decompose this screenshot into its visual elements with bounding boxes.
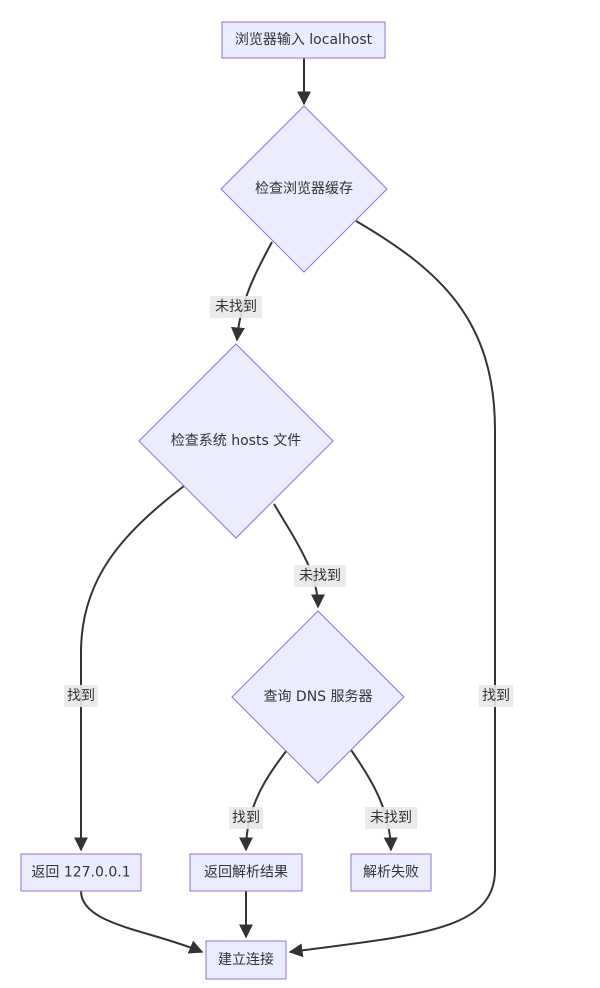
node-label: 建立连接	[218, 951, 274, 968]
node-label: 返回解析结果	[204, 865, 288, 881]
edge-dns-to-failed	[350, 749, 398, 852]
node-loopback: 返回 127.0.0.1	[20, 853, 142, 892]
node-label: 检查系统 hosts 文件	[171, 433, 301, 449]
edge-label-text: 找到	[482, 688, 510, 704]
node-label: 解析失败	[363, 865, 419, 881]
edge-label-text: 找到	[232, 810, 260, 826]
edge-label-hosts-loopback: 找到	[64, 685, 98, 707]
node-label: 检查浏览器缓存	[255, 181, 353, 197]
edge-hosts-to-dns	[273, 503, 325, 609]
edge-label-text: 未找到	[299, 568, 341, 584]
edge-dns-to-resolved	[239, 749, 288, 852]
edge-label-text: 找到	[67, 688, 95, 704]
edge-cache-to-connect	[288, 220, 496, 958]
edge-label-text: 未找到	[215, 299, 257, 315]
node-cache: 检查浏览器缓存	[220, 105, 388, 273]
node-failed: 解析失败	[350, 853, 432, 892]
node-label: 查询 DNS 服务器	[263, 689, 372, 705]
node-dns: 查询 DNS 服务器	[231, 610, 405, 784]
node-label: 返回 127.0.0.1	[31, 865, 130, 881]
node-resolved: 返回解析结果	[189, 853, 303, 892]
edge-hosts-to-loopback	[74, 485, 185, 852]
edge-label-cache-connect: 找到	[479, 685, 513, 707]
node-label: 浏览器输入 localhost	[235, 32, 373, 48]
edge-loopback-to-connect	[80, 890, 204, 954]
edge-cache-to-hosts	[230, 241, 273, 342]
edge-label-dns-resolved: 找到	[229, 807, 263, 829]
edge-label-text: 未找到	[370, 810, 412, 826]
node-connect: 建立连接	[205, 940, 287, 980]
edge-label-dns-failed: 未找到	[365, 807, 417, 829]
edge-label-cache-hosts: 未找到	[210, 296, 262, 318]
edge-label-hosts-dns: 未找到	[294, 565, 346, 587]
node-start: 浏览器输入 localhost	[221, 21, 386, 59]
node-hosts: 检查系统 hosts 文件	[138, 343, 334, 539]
